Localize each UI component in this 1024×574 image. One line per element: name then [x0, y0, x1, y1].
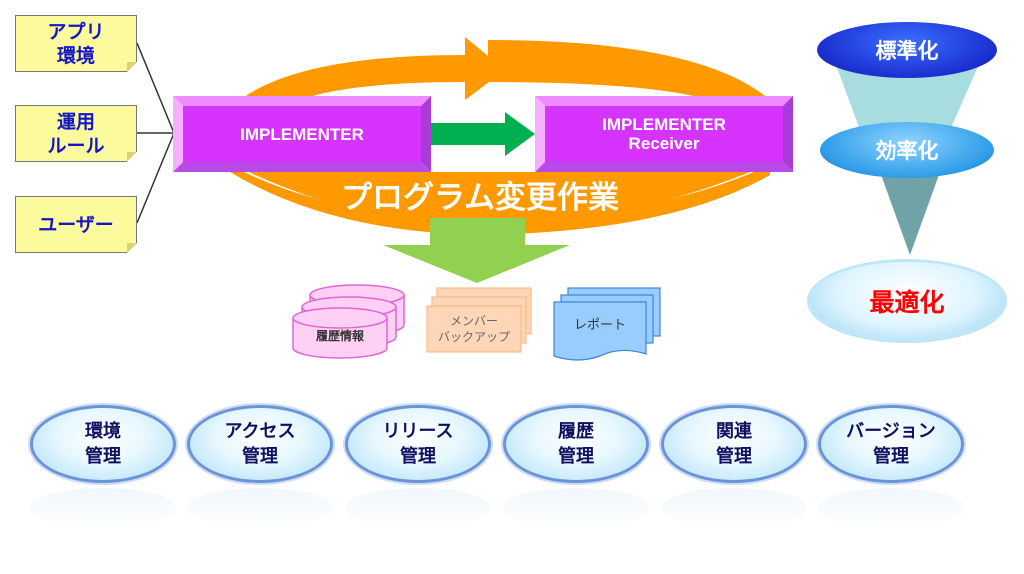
implementer-receiver-box: IMPLEMENTER Receiver [535, 96, 793, 172]
feature-release-management: リリース 管理 [345, 405, 491, 483]
input-note-users: ユーザー [15, 196, 137, 253]
feature-environment-management: 環境 管理 [30, 405, 176, 483]
input-note-operation-rules: 運用 ルール [15, 105, 137, 162]
feature-access-management: アクセス 管理 [187, 405, 333, 483]
database-icon [292, 284, 405, 359]
history-info-label: 履歴情報 [315, 329, 364, 343]
implementer-receiver-label: IMPLEMENTER Receiver [602, 115, 726, 153]
feature-relation-management: 関連 管理 [661, 405, 807, 483]
orange-cycle-top-right [488, 40, 770, 108]
green-right-arrow [428, 112, 535, 156]
orange-cycle-band [230, 165, 770, 235]
funnel-standardization: 標準化 [817, 22, 997, 78]
report-icon [553, 287, 661, 361]
feature-version-management: バージョン 管理 [818, 405, 964, 483]
funnel-connector [835, 62, 980, 130]
connector-lines [136, 42, 175, 224]
funnel-optimization: 最適化 [810, 262, 1004, 340]
orange-cycle-arrow-top [240, 37, 505, 110]
funnel-efficiency: 効率化 [820, 122, 994, 178]
process-label: プログラム変更作業 [340, 180, 620, 216]
report-label: レポート [573, 318, 626, 333]
member-backup-icon [426, 287, 532, 353]
input-note-app-environment: アプリ 環境 [15, 15, 137, 72]
implementer-label: IMPLEMENTER [240, 124, 364, 144]
funnel-down-triangle [880, 172, 940, 255]
feature-history-management: 履歴 管理 [503, 405, 649, 483]
implementer-box: IMPLEMENTER [173, 96, 431, 172]
member-backup-label: メンバー バックアップ [437, 314, 510, 344]
lime-down-arrow [383, 218, 570, 283]
